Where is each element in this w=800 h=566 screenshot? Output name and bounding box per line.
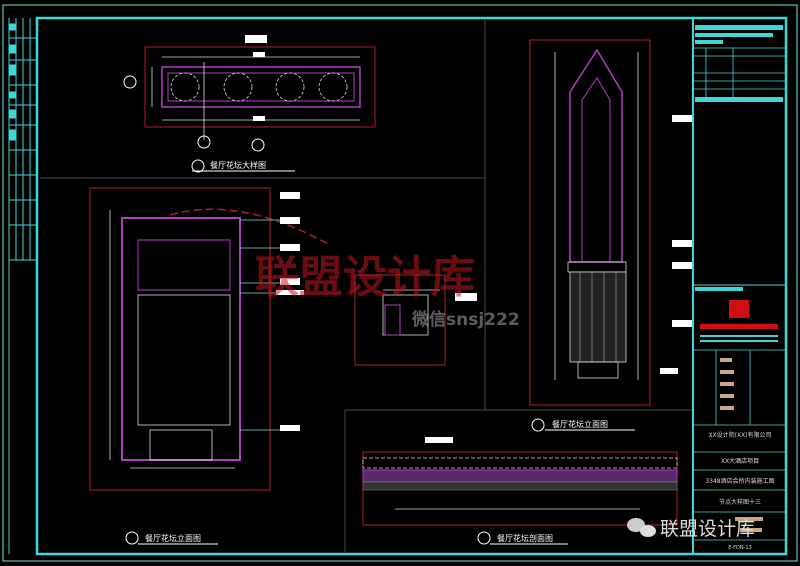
left-elevation-title: 餐厅花坛立面图: [145, 533, 201, 543]
view-separators: [40, 20, 692, 552]
view-number-icon: [125, 531, 139, 545]
section-title: 餐厅花坛剖面图: [497, 533, 553, 543]
left-revision-strip: [8, 18, 37, 554]
section-view[interactable]: 餐厅花坛剖面图: [362, 437, 678, 545]
drawing-set-name: 3348酒店会所内装施工图: [705, 477, 774, 485]
section-marker-icon: [123, 75, 137, 89]
plan-detail-title: 餐厅花坛大样图: [210, 160, 266, 170]
flower-pattern: [170, 72, 348, 102]
right-elevation-view[interactable]: 餐厅花坛立面图: [529, 39, 692, 432]
company-name: XX设计院(XX)有限公司: [708, 431, 771, 439]
tag-label: [245, 35, 267, 43]
dimension-lines: [151, 56, 360, 140]
brand-watermark: 联盟设计库: [255, 252, 475, 303]
title-block: XX设计院(XX)有限公司 XX大酒店项目 3348酒店会所内装施工图 节点大样…: [692, 18, 786, 554]
wechat-icon: [627, 518, 656, 537]
left-elevation-view[interactable]: 餐厅花坛立面图: [89, 187, 331, 545]
footer-brand-watermark: 联盟设计库: [660, 518, 755, 540]
right-elevation-title: 餐厅花坛立面图: [552, 419, 608, 429]
drawing-number: E-FDN-13: [728, 545, 752, 551]
view-number-icon: [477, 531, 491, 545]
drawing-frame: [35, 16, 788, 556]
wechat-watermark: 微信snsj222: [411, 309, 520, 330]
section-marker-icon: [251, 138, 265, 152]
project-name: XX大酒店项目: [721, 457, 759, 465]
view-number-icon: [191, 159, 205, 173]
outer-sheet-border: [2, 4, 798, 562]
company-logo: [729, 300, 749, 318]
drawing-name: 节点大样图十三: [719, 498, 761, 506]
joint-detail-view[interactable]: [354, 274, 477, 366]
section-marker-icon: [197, 135, 211, 149]
plan-detail-view[interactable]: 餐厅花坛大样图: [123, 35, 376, 173]
view-number-icon: [531, 418, 545, 432]
